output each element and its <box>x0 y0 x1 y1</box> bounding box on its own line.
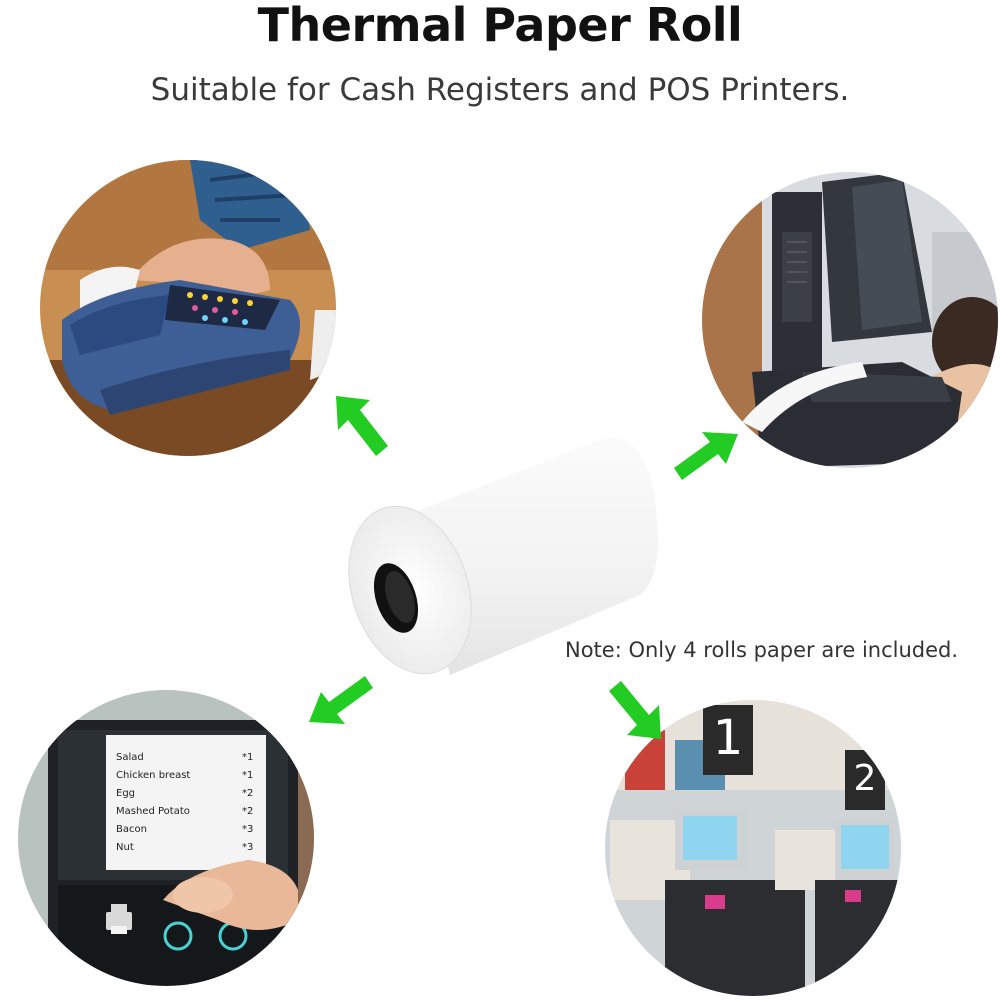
receipt-item-name: Nut <box>116 842 134 853</box>
receipt-item-qty: *3 <box>242 824 254 835</box>
arrow-down-left-icon <box>305 672 375 732</box>
receipt-item-qty: *2 <box>242 788 254 799</box>
page-title: Thermal Paper Roll <box>257 0 743 52</box>
receipt-item-name: Chicken breast <box>116 770 191 781</box>
receipt-item-qty: *1 <box>242 770 254 781</box>
receipt-item-name: Bacon <box>116 824 147 835</box>
checkout-sign-2: 2 <box>853 758 877 799</box>
checkout-sign-1: 1 <box>712 710 744 766</box>
arrow-down-right-icon <box>605 675 665 750</box>
receipt-item-qty: *3 <box>242 842 254 853</box>
receipt-item-qty: *2 <box>242 806 254 817</box>
arrow-up-right-icon <box>672 428 742 488</box>
receipt-item-name: Mashed Potato <box>116 806 190 817</box>
receipt-item-name: Egg <box>116 788 136 799</box>
receipt-item-qty: *1 <box>242 752 254 763</box>
thermal-paper-roll <box>340 430 670 695</box>
page-subtitle: Suitable for Cash Registers and POS Prin… <box>150 72 850 108</box>
arrow-up-left-icon <box>332 392 392 467</box>
supermarket-checkout-photo: 1 2 <box>605 700 901 996</box>
card-terminal-photo <box>40 160 336 456</box>
portable-printer-photo: Salad *1 Chicken breast *1 Egg *2 Mashed… <box>18 690 314 986</box>
receipt-item-name: Salad <box>116 752 144 763</box>
included-note: Note: Only 4 rolls paper are included. <box>565 638 959 662</box>
pos-printer-photo <box>702 172 998 468</box>
